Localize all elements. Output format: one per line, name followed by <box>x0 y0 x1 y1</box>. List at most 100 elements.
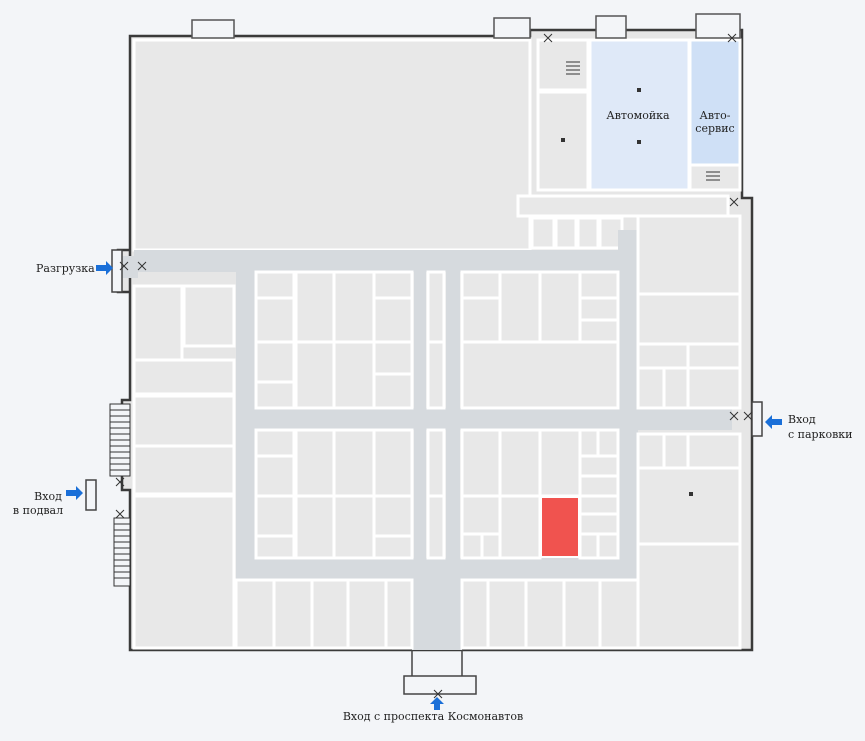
parking-entry-label-1: Вход <box>788 413 816 426</box>
room-c5[interactable] <box>372 428 414 498</box>
basement-entrance-vestibule[interactable] <box>85 479 97 511</box>
room-right-8[interactable] <box>636 432 666 470</box>
stairwell-top <box>536 38 590 92</box>
corridor-entrance <box>412 578 462 650</box>
car-service-label-2: сервис <box>695 122 734 135</box>
room-b1[interactable] <box>460 270 502 300</box>
room-right-6[interactable] <box>686 342 742 370</box>
room-a9[interactable] <box>294 340 336 410</box>
room-right-10[interactable] <box>686 432 742 470</box>
room-a11[interactable] <box>372 340 414 376</box>
room-left-3[interactable] <box>132 358 236 396</box>
room-d5[interactable] <box>596 428 620 458</box>
room-bottom-8[interactable] <box>524 578 566 650</box>
room-d11[interactable] <box>498 494 542 560</box>
room-b7[interactable] <box>578 318 620 344</box>
room-a1[interactable] <box>254 270 296 300</box>
room-d8[interactable] <box>460 494 502 536</box>
room-right-4[interactable] <box>636 366 666 410</box>
room-b3[interactable] <box>498 270 542 344</box>
car-service-room[interactable] <box>688 38 742 167</box>
room-left-2[interactable] <box>182 284 236 348</box>
room-d2[interactable] <box>498 428 542 498</box>
room-right-3[interactable] <box>636 342 690 370</box>
room-b5[interactable] <box>578 270 620 300</box>
room-left-4[interactable] <box>132 394 236 448</box>
room-d10[interactable] <box>480 532 502 560</box>
room-bottom-9[interactable] <box>562 578 602 650</box>
room-right-11[interactable] <box>636 466 742 546</box>
unloading-label: Разгрузка <box>36 262 95 275</box>
room-a3[interactable] <box>294 270 336 344</box>
room-b8[interactable] <box>460 340 620 410</box>
room-d9[interactable] <box>460 532 484 560</box>
room-c10[interactable] <box>372 494 414 538</box>
room-bottom-7[interactable] <box>486 578 528 650</box>
room-bottom-1[interactable] <box>234 578 276 650</box>
room-c6[interactable] <box>254 494 296 538</box>
room-right-2[interactable] <box>636 292 742 346</box>
room-bottom-6[interactable] <box>460 578 490 650</box>
room-d15[interactable] <box>596 532 620 560</box>
room-right-12[interactable] <box>636 542 742 650</box>
arrow-icon <box>96 261 113 275</box>
room-bottom-4[interactable] <box>346 578 388 650</box>
highlighted-room[interactable] <box>540 496 580 558</box>
room-c3[interactable] <box>294 428 336 498</box>
room-d13[interactable] <box>578 512 620 536</box>
room-a4[interactable] <box>332 270 376 344</box>
room-b2[interactable] <box>460 296 502 344</box>
room-a12[interactable] <box>372 372 414 410</box>
room-c-narrow-1[interactable] <box>426 428 446 498</box>
room-bottom-2[interactable] <box>272 578 314 650</box>
car-service-annex <box>688 163 742 192</box>
room-d1[interactable] <box>460 428 502 498</box>
room-c2[interactable] <box>254 454 296 498</box>
room-b4[interactable] <box>538 270 582 344</box>
room-a5[interactable] <box>372 270 414 300</box>
room-d12[interactable] <box>578 494 620 516</box>
room-d4[interactable] <box>578 428 600 458</box>
loading-entrance-vestibule[interactable] <box>111 249 123 293</box>
room-a-narrow-2[interactable] <box>426 340 446 410</box>
small-room-strip <box>516 194 730 218</box>
parking-entrance-vestibule[interactable] <box>751 401 763 437</box>
room-c11[interactable] <box>372 534 414 560</box>
room-c9[interactable] <box>332 494 376 560</box>
room-left-5[interactable] <box>132 444 236 496</box>
room-b6[interactable] <box>578 296 620 322</box>
main-entrance-vestibule[interactable] <box>403 675 477 695</box>
room-right-9[interactable] <box>662 432 690 470</box>
room-d14[interactable] <box>578 532 600 560</box>
roof-vent-2 <box>493 17 531 39</box>
room-d6[interactable] <box>578 454 620 478</box>
room-bottom-3[interactable] <box>310 578 350 650</box>
room-right-1[interactable] <box>636 214 742 296</box>
room-c7[interactable] <box>254 534 296 560</box>
car-wash-room[interactable] <box>588 38 691 192</box>
room-c1[interactable] <box>254 428 296 458</box>
room-a-narrow-1[interactable] <box>426 270 446 344</box>
room-a8[interactable] <box>254 380 296 410</box>
room-c8[interactable] <box>294 494 336 560</box>
storage-hall[interactable] <box>132 38 532 252</box>
roof-vent-4 <box>695 13 741 39</box>
room-c-narrow-2[interactable] <box>426 494 446 560</box>
room-left-1[interactable] <box>132 284 184 362</box>
room-left-6[interactable] <box>132 494 236 650</box>
room-d3[interactable] <box>538 428 582 498</box>
roof-vent-3 <box>595 15 627 39</box>
arrow-icon <box>66 486 83 500</box>
room-bottom-10[interactable] <box>598 578 640 650</box>
room-a7[interactable] <box>254 340 296 384</box>
room-bottom-5[interactable] <box>384 578 414 650</box>
small-room-b <box>554 216 578 250</box>
room-a10[interactable] <box>332 340 376 410</box>
room-right-5[interactable] <box>662 366 690 410</box>
room-a6[interactable] <box>372 296 414 344</box>
room-c4[interactable] <box>332 428 376 498</box>
room-a2[interactable] <box>254 296 296 344</box>
room-d7[interactable] <box>578 474 620 498</box>
room-right-7[interactable] <box>686 366 742 410</box>
corridor-mid <box>236 408 732 430</box>
